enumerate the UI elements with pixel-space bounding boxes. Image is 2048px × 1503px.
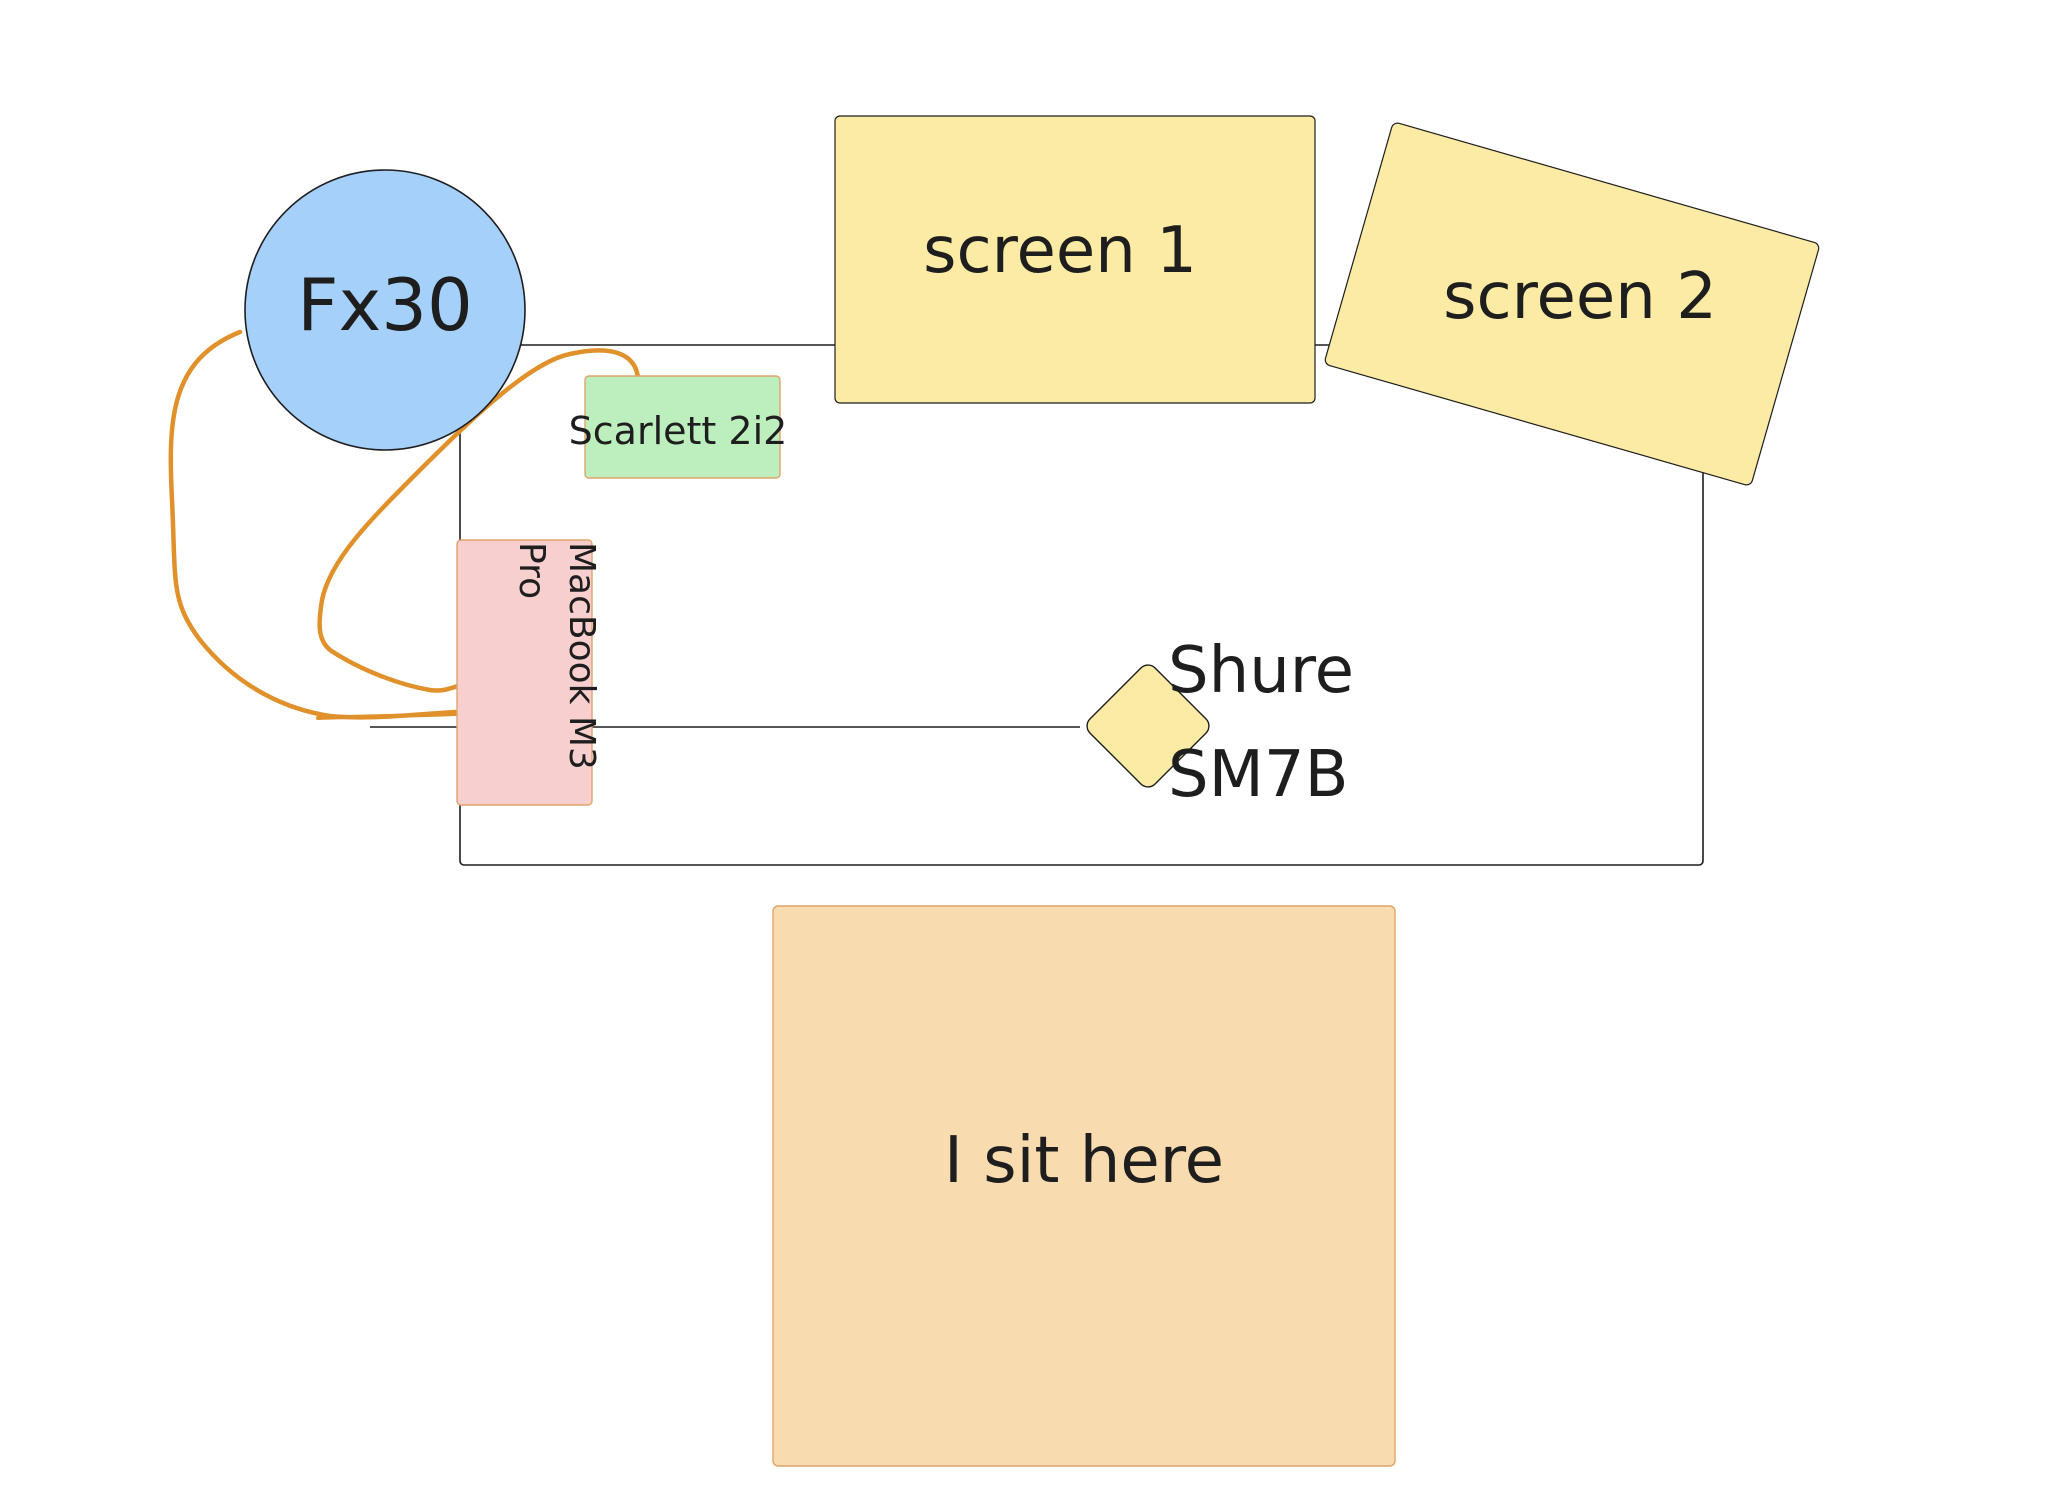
fx30-node [244,169,526,451]
mic-label-line-2: SM7B [1168,738,1348,812]
fx30-label: Fx30 [297,263,473,347]
mic-node [1086,664,1210,788]
screen-1-label: screen 1 [923,214,1197,288]
macbook-label-line-1: MacBook M3 [561,542,602,770]
seat-node [772,905,1396,1467]
mic-label-line-1: Shure [1168,634,1354,708]
scarlett-label: Scarlett 2i2 [569,409,788,453]
screen-2-node [1324,122,1820,486]
screen-1-node [834,115,1316,404]
cable-fx30-to-macbook-second [316,712,457,720]
cable-scarlett-to-macbook [317,348,641,693]
seat-label: I sit here [944,1124,1224,1198]
macbook-node [456,539,593,806]
macbook-label-line-2: Pro [511,542,552,599]
screen-2-label: screen 2 [1443,260,1717,334]
scarlett-node [584,375,781,479]
